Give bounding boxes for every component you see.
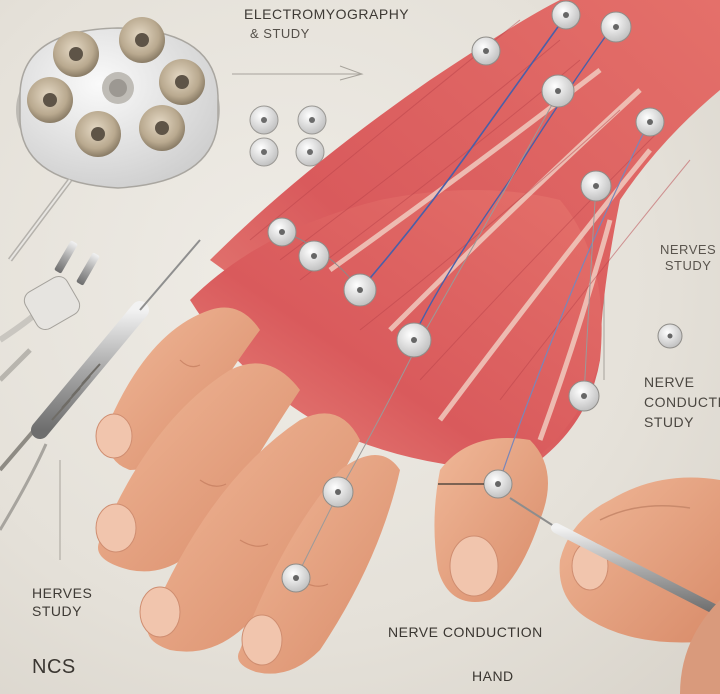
- left-label: HERVES STUDY: [32, 584, 92, 620]
- title-study: & STUDY: [250, 26, 310, 41]
- electrode-pad-icon: [396, 322, 432, 358]
- right-lower-line1: NERVE: [644, 374, 695, 390]
- electrode-pad-icon: [267, 217, 297, 247]
- hand-label: HAND: [472, 668, 514, 684]
- right-upper-line2: STUDY: [664, 258, 712, 273]
- electrode-pad-icon: [298, 240, 330, 272]
- left-abbrev: NCS: [32, 656, 76, 678]
- hub-disc: [53, 31, 99, 77]
- left-line1: HERVES: [32, 585, 93, 601]
- electrode-pad-icon: [343, 273, 377, 307]
- electrode-pad-icon: [657, 323, 683, 349]
- hub-disc: [27, 77, 73, 123]
- hub-disc: [119, 17, 165, 63]
- electrode-pad-icon: [281, 563, 311, 593]
- electrode-pad-icon: [541, 74, 575, 108]
- hand-electrodes: [267, 0, 683, 593]
- electrode-pad-icon: [635, 107, 665, 137]
- nerve-paths: [279, 9, 651, 579]
- right-upper-line1: NERVES: [660, 242, 717, 257]
- hub-disc: [159, 59, 205, 105]
- electrode-pad-icon: [551, 0, 581, 30]
- electrode-pad-icon: [249, 105, 327, 167]
- needle-probe-icon: [0, 239, 201, 531]
- electrode-pad-icon: [471, 36, 501, 66]
- right-upper-label: NERVES STUDY: [660, 242, 716, 274]
- electrode-pad-icon: [322, 476, 354, 508]
- left-line2: STUDY: [32, 603, 82, 619]
- stylus-icon: [509, 477, 720, 694]
- electrode-pad-icon: [483, 469, 513, 499]
- electrode-pad-icon: [600, 11, 632, 43]
- right-lower-label: NERVE CONDUCTION STUDY: [644, 372, 720, 432]
- hub-disc: [75, 111, 121, 157]
- title-electromyography: ELECTROMYOGRAPHY: [244, 6, 410, 22]
- right-lower-line3: STUDY: [644, 414, 694, 430]
- hand-icon: [95, 0, 720, 674]
- electrode-hub-icon: [8, 17, 220, 262]
- electrode-pad-icon: [568, 380, 600, 412]
- plug-icon: [0, 241, 100, 382]
- electrode-pad-icon: [580, 170, 612, 202]
- right-lower-line2: CONDUCTION: [644, 394, 720, 410]
- hub-disc: [139, 105, 185, 151]
- bottom-label: NERVE CONDUCTION: [388, 624, 543, 640]
